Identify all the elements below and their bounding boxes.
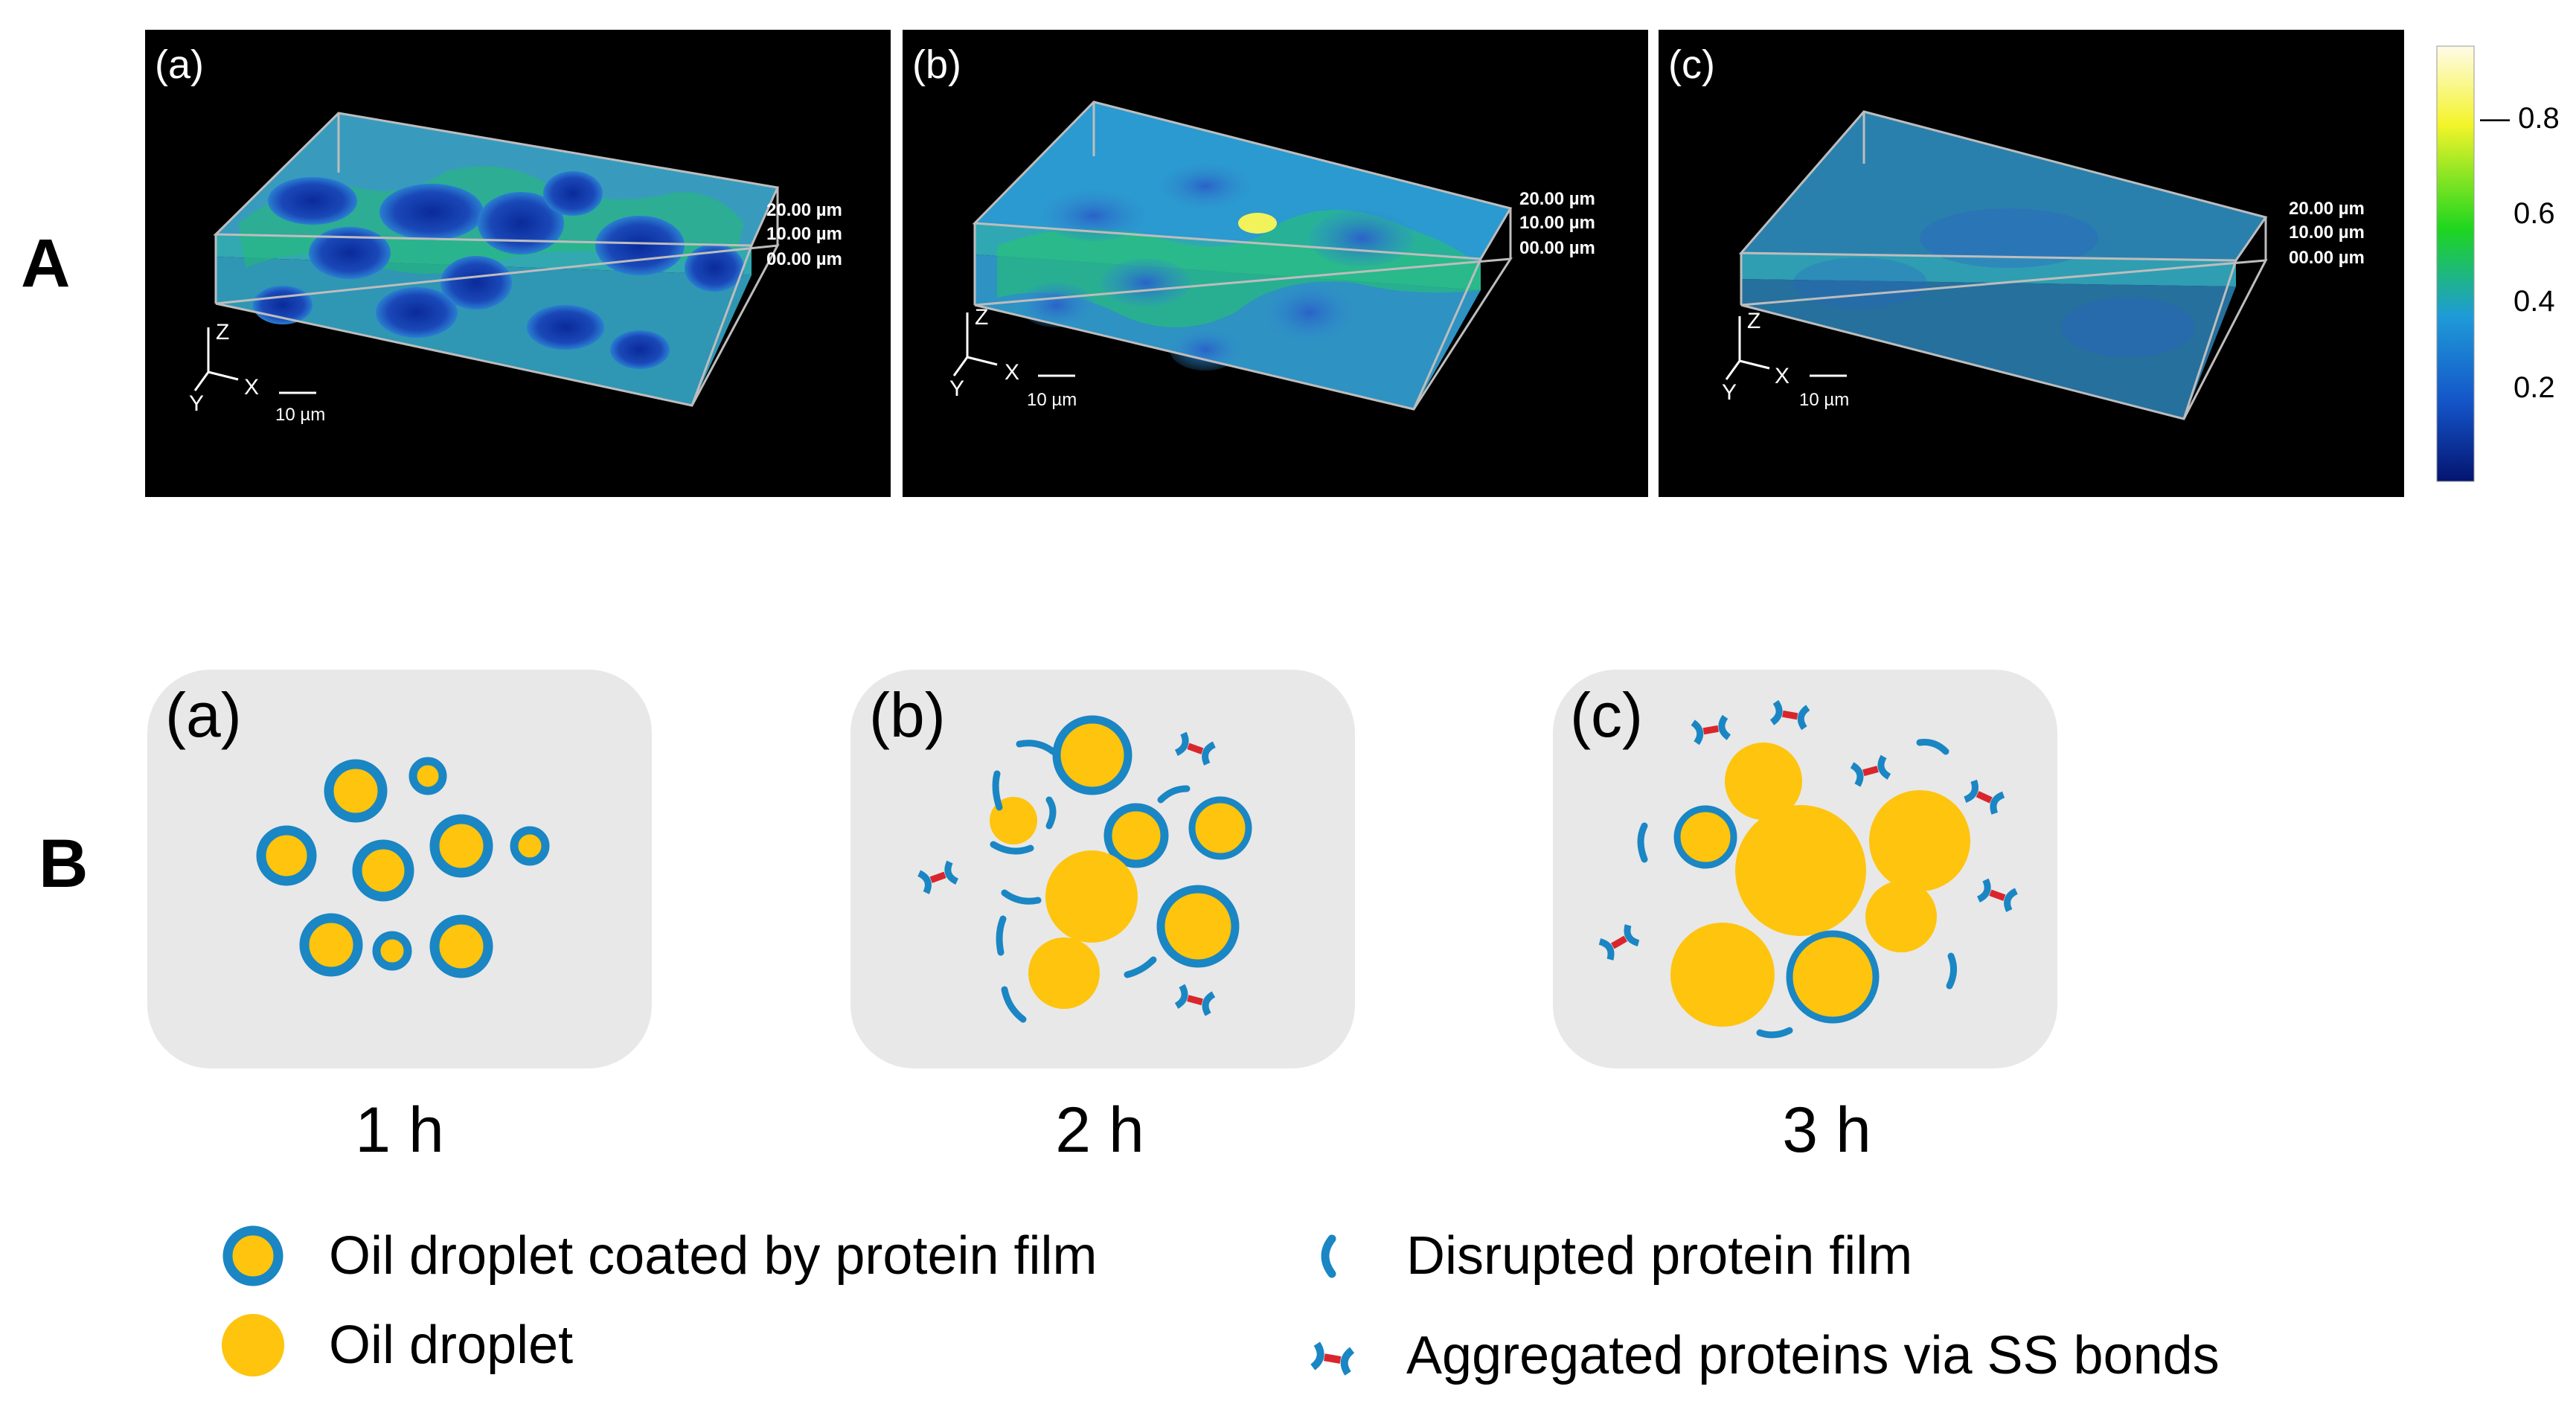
legend-item-aggregated: Aggregated proteins via SS bonds — [1310, 1326, 2220, 1385]
schematic-label-b: (b) — [869, 680, 946, 750]
disrupted-film-fragments — [990, 740, 1191, 1023]
coated-droplet-icon — [222, 1225, 283, 1286]
time-label-1h: 1 h — [355, 1094, 444, 1166]
micrograph-label-c: (c) — [1668, 42, 1715, 87]
micrograph-panel-b: (b) 20.00 µm 10.00 µm 00.00 µm Z X Y 10 … — [903, 30, 1648, 497]
section-a-label: A — [21, 225, 70, 301]
axis-z-label: Z — [216, 320, 229, 344]
scale-bar-label: 10 µm — [275, 405, 325, 425]
oil-droplet-icon — [222, 1314, 284, 1376]
depth-label-top: 20.00 µm — [766, 200, 842, 220]
micrograph-panel-c: (c) 20.00 µm 10.00 µm 00.00 µm Z X Y 10 … — [1659, 30, 2404, 497]
depth-label-bottom: 00.00 µm — [766, 249, 842, 269]
schematic-label-c: (c) — [1570, 680, 1643, 750]
schematic-panel-b: (b) — [850, 670, 1355, 1166]
legend-label-coated-droplet: Oil droplet coated by protein film — [329, 1226, 1098, 1286]
axis-z-label: Z — [975, 305, 988, 330]
legend-item-disrupted-film: Disrupted protein film — [1321, 1226, 1912, 1286]
axis-y-label: Y — [1722, 380, 1737, 405]
sample-volume — [213, 112, 780, 407]
colorbar-gradient — [2436, 45, 2475, 482]
depth-label-top: 20.00 µm — [1519, 189, 1595, 209]
axis-x-label: X — [1775, 364, 1790, 388]
aggregated-protein-markers — [1598, 699, 2018, 961]
depth-label-bottom: 00.00 µm — [2289, 248, 2365, 268]
colorbar-tick: — 0.8 — [2480, 102, 2560, 135]
time-label-3h: 3 h — [1782, 1094, 1871, 1166]
scale-bar-label: 10 µm — [1027, 390, 1077, 410]
micrograph-label-b: (b) — [912, 42, 961, 87]
aggregated-protein-icon — [1310, 1341, 1355, 1376]
axes-triad: Z X Y — [1722, 309, 1790, 405]
depth-label-mid: 10.00 µm — [766, 224, 842, 244]
colorbar-tick: 0.2 — [2513, 371, 2555, 404]
schematic-panel-c: (c) — [1553, 670, 2057, 1166]
colorbar-tick: 0.4 — [2513, 285, 2555, 318]
sample-volume — [1738, 110, 2268, 420]
schematic-panel-a: (a) 1 h — [147, 670, 652, 1166]
section-b-label: B — [39, 826, 88, 902]
legend-label-oil-droplet: Oil droplet — [329, 1315, 573, 1375]
colorbar: — 0.8 0.6 0.4 0.2 — [2436, 45, 2560, 482]
depth-label-top: 20.00 µm — [2289, 199, 2365, 219]
depth-label-bottom: 00.00 µm — [1519, 238, 1595, 258]
scale-bar-label: 10 µm — [1799, 390, 1849, 410]
aggregated-protein-markers — [917, 731, 1216, 1016]
micrograph-panel-a: (a) 20.00 µm 10.00 µm 00.00 µm Z X Y 10 … — [145, 30, 891, 497]
legend-item-coated-droplet: Oil droplet coated by protein film — [222, 1225, 1098, 1286]
depth-label-mid: 10.00 µm — [1519, 213, 1595, 233]
axis-y-label: Y — [949, 376, 964, 401]
axis-z-label: Z — [1747, 309, 1760, 333]
disrupted-film-fragments — [1637, 739, 1957, 1039]
schematic-label-a: (a) — [165, 680, 242, 750]
axes-triad: Z X Y — [949, 305, 1019, 401]
axis-x-label: X — [1005, 360, 1019, 385]
sample-volume — [972, 100, 1513, 411]
coated-droplets — [256, 757, 550, 978]
disrupted-film-icon — [1321, 1234, 1336, 1278]
depth-label-mid: 10.00 µm — [2289, 222, 2365, 243]
legend-label-disrupted-film: Disrupted protein film — [1406, 1226, 1912, 1286]
micrograph-label-a: (a) — [155, 42, 204, 87]
legend: Oil droplet coated by protein film Oil d… — [222, 1225, 2220, 1385]
legend-item-oil-droplet: Oil droplet — [222, 1314, 573, 1376]
axis-x-label: X — [244, 375, 259, 400]
droplets — [1670, 743, 1970, 1027]
axes-triad: Z X Y — [189, 320, 259, 416]
colorbar-tick: 0.6 — [2513, 197, 2555, 230]
legend-label-aggregated: Aggregated proteins via SS bonds — [1406, 1326, 2220, 1385]
time-label-2h: 2 h — [1055, 1094, 1144, 1166]
axis-y-label: Y — [189, 391, 204, 416]
